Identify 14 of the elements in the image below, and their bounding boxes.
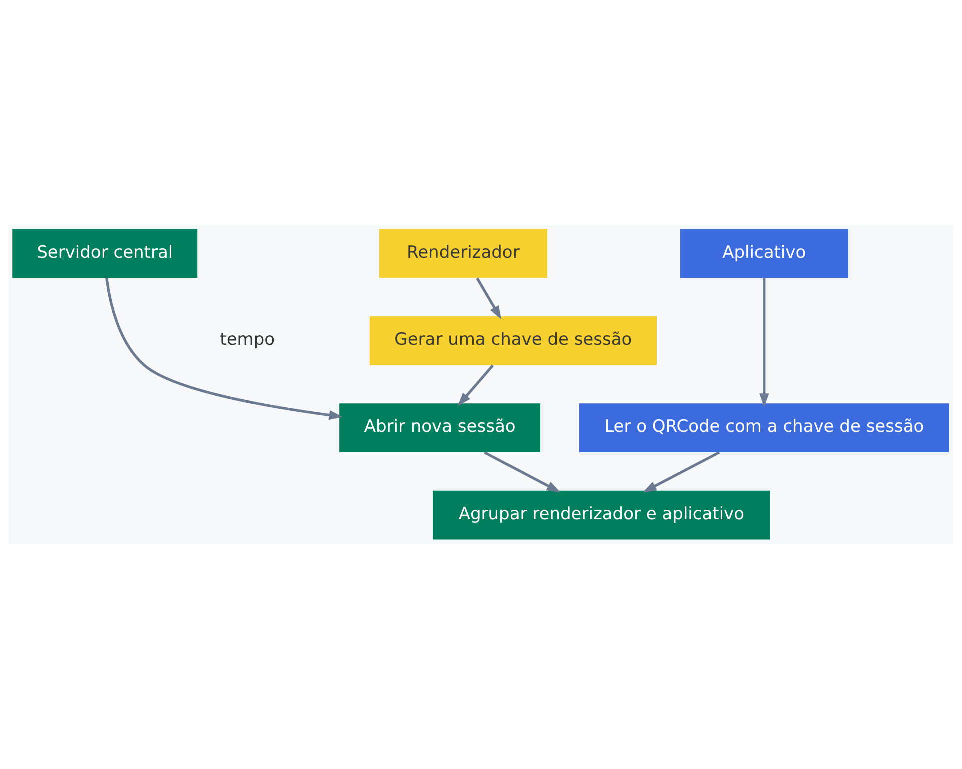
node-box: Abrir nova sessão [340, 404, 541, 453]
arrow [642, 451, 720, 493]
node-box: Aplicativo [680, 229, 848, 278]
arrow [458, 364, 494, 407]
node-box: Renderizador [379, 229, 548, 278]
arrow [484, 451, 561, 493]
node-box: Ler o QRCode com a chave de sessão [579, 404, 950, 453]
arrow [476, 278, 502, 320]
arrow [760, 278, 770, 408]
node-box: Agrupar renderizador e aplicativo [433, 490, 770, 540]
node-box: Servidor central [12, 229, 198, 278]
label: tempo [220, 330, 276, 350]
node-box: Gerar uma chave de sessão [370, 316, 657, 366]
arrow [106, 278, 344, 420]
